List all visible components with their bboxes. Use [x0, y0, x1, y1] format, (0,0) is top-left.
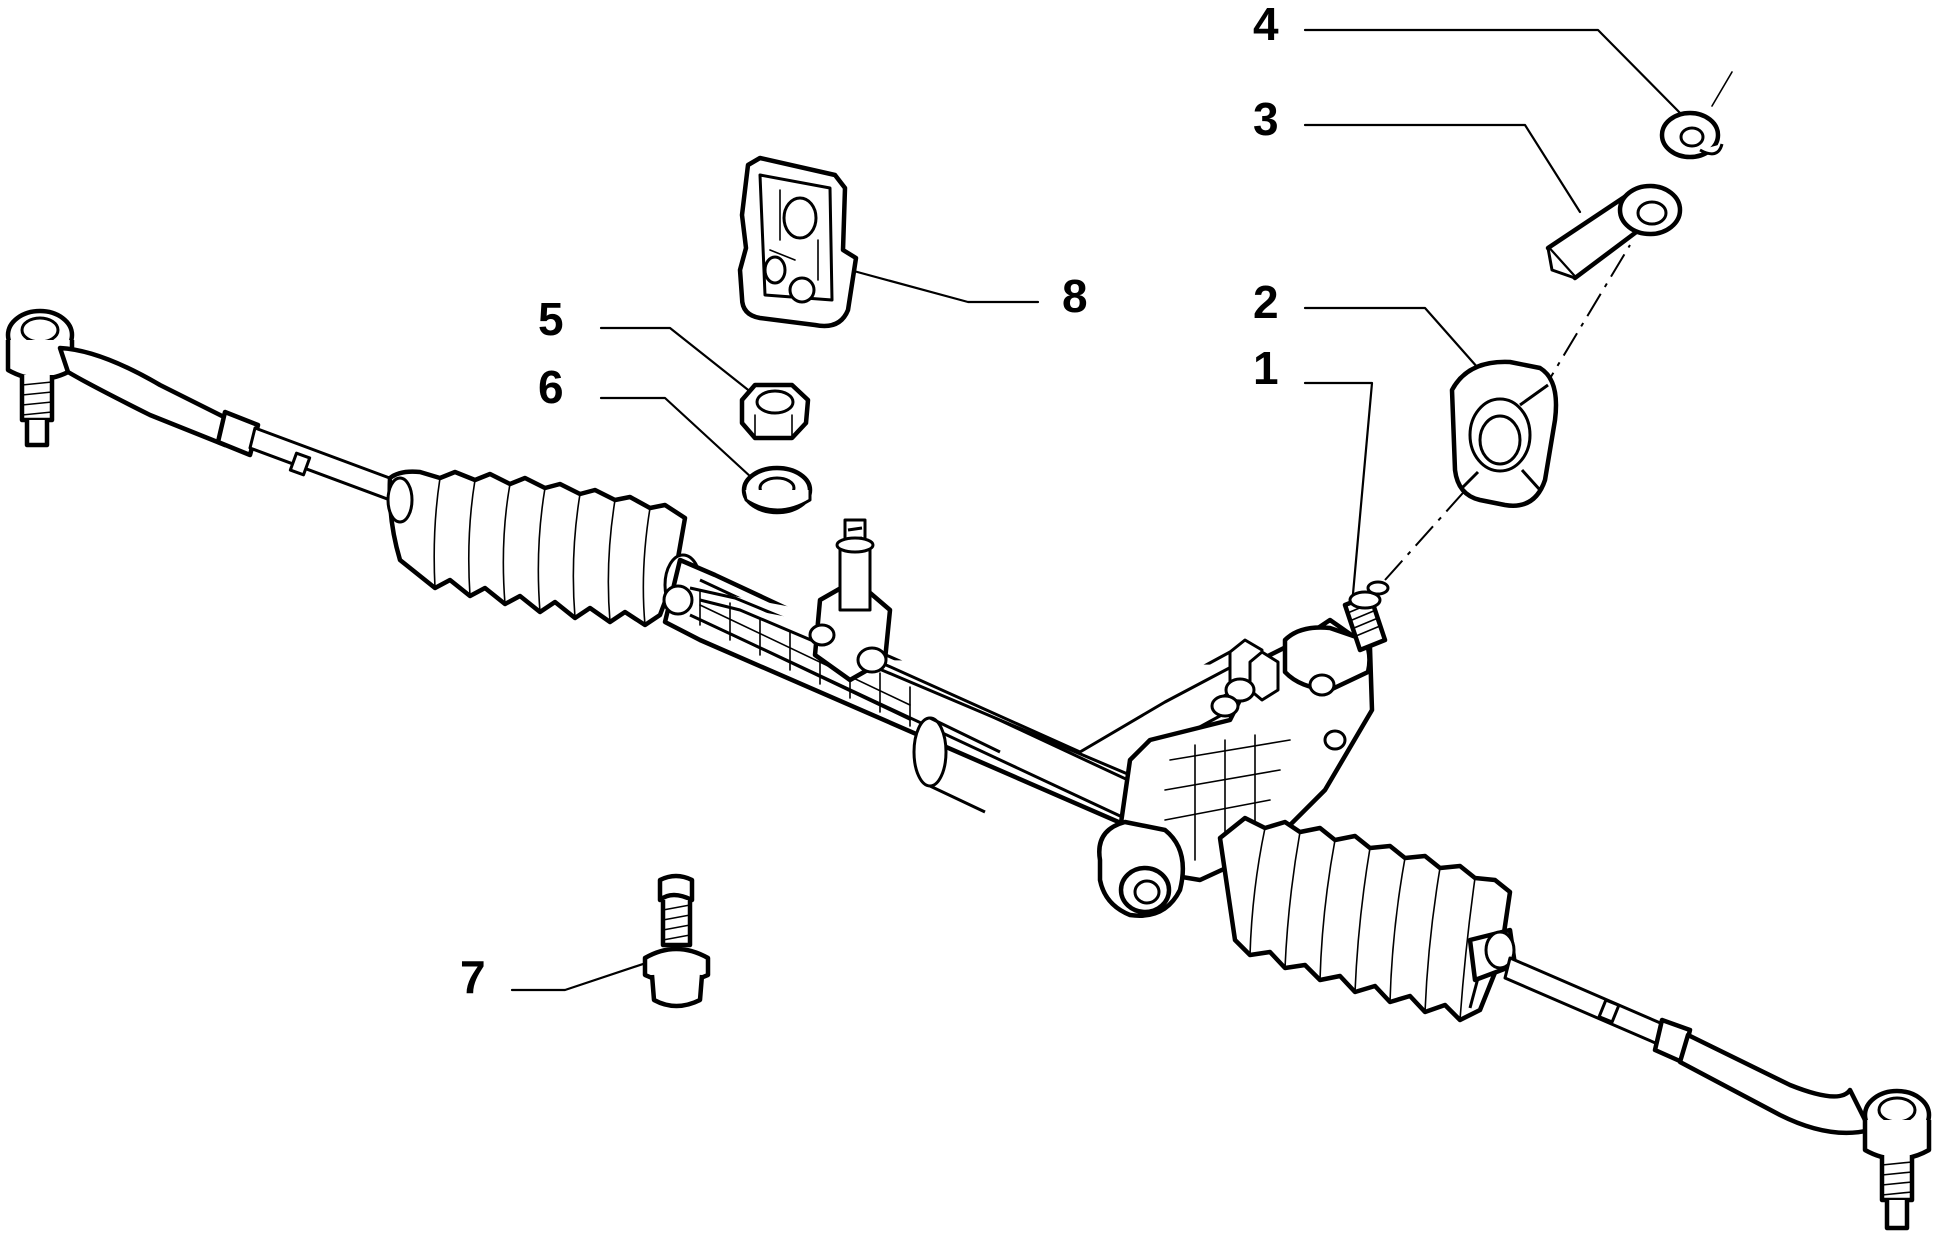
part-5-hex-nut — [739, 382, 811, 441]
leader-line-1 — [1303, 381, 1374, 607]
leader-line-5 — [599, 326, 754, 395]
leader-lines — [510, 28, 1687, 992]
part-2-boot-cap — [1449, 359, 1559, 508]
callout-label-8: 8 — [1062, 270, 1088, 322]
left-bellows-boot — [386, 469, 703, 628]
callout-label-6: 6 — [538, 361, 564, 413]
callout-label-3: 3 — [1253, 93, 1279, 145]
left-tie-rod-end — [5, 308, 233, 448]
valve-block-fittings — [662, 518, 893, 683]
leader-line-6 — [599, 396, 754, 480]
leader-line-8 — [848, 268, 1040, 304]
callout-label-7: 7 — [460, 951, 486, 1003]
part-7-flanged-bolt — [642, 873, 711, 1009]
right-tie-rod-end — [1862, 1088, 1932, 1231]
part-8-mounting-bracket — [737, 155, 859, 329]
callout-label-4: 4 — [1253, 0, 1279, 50]
part-4-clip-washer — [1659, 110, 1724, 160]
callout-label-2: 2 — [1253, 276, 1279, 328]
leader-line-2 — [1303, 306, 1480, 370]
pinion-valve-housing — [1097, 580, 1390, 918]
leader-line-4 — [1303, 28, 1687, 120]
part-6-flat-washer — [741, 465, 813, 515]
callout-label-1: 1 — [1253, 342, 1279, 394]
part-3-lever-arm — [1545, 183, 1683, 281]
leader-line-3 — [1303, 123, 1582, 214]
left-tie-rod — [215, 409, 397, 502]
assembly-axis-line — [1384, 71, 1733, 581]
callout-label-5: 5 — [538, 293, 564, 345]
steering-rack-assembly — [5, 308, 1932, 1231]
leader-line-7 — [510, 958, 657, 992]
right-tie-rod — [1503, 956, 1873, 1136]
right-bellows-boot — [1217, 815, 1518, 1023]
